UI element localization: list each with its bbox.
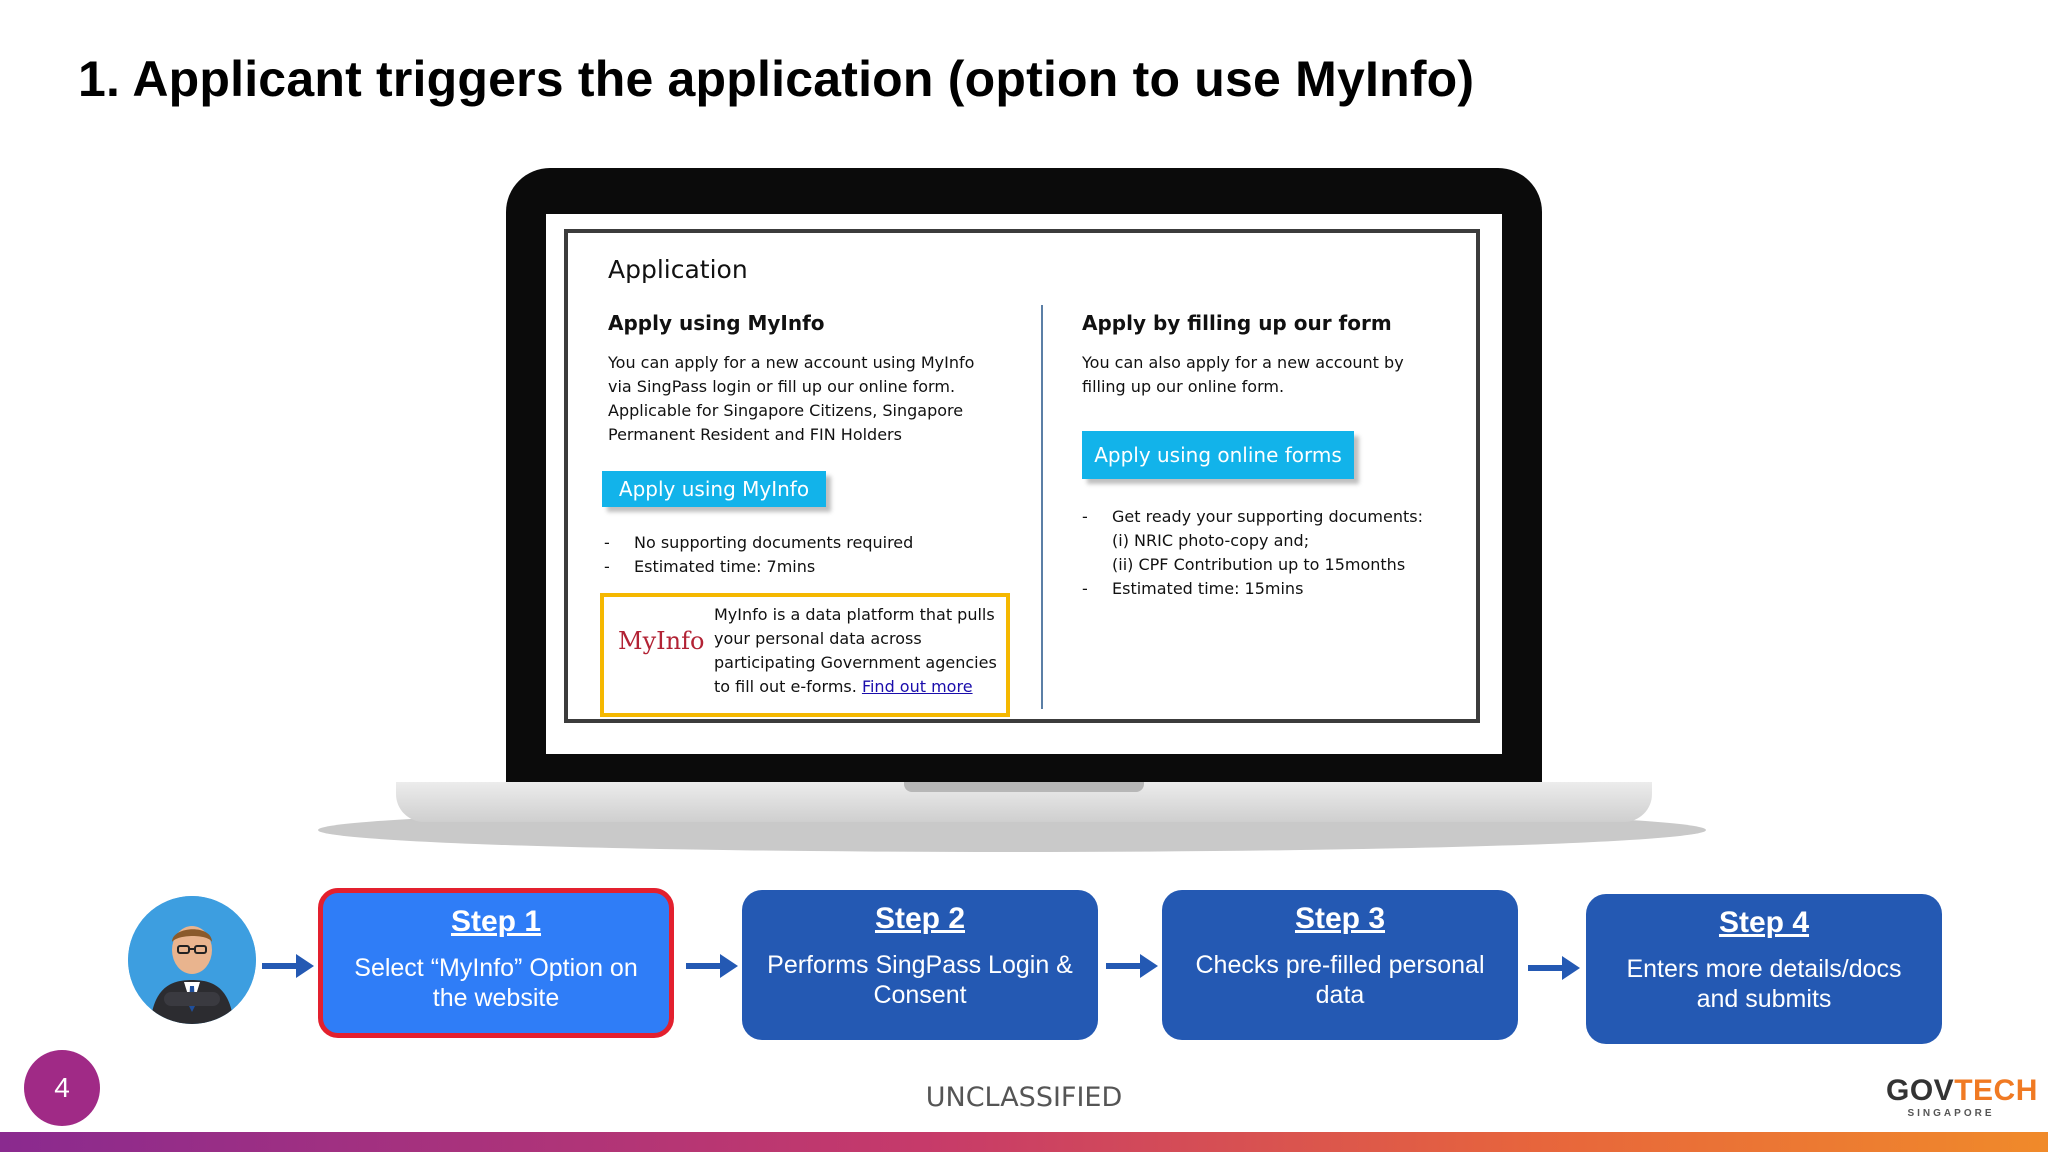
laptop-notch bbox=[904, 782, 1144, 792]
step-3-card[interactable]: Step 3 Checks pre-filled personal data bbox=[1162, 890, 1518, 1040]
govtech-logo-icon: GOVTECH SINGAPORE bbox=[1886, 1074, 2037, 1119]
step-title: Step 2 bbox=[874, 902, 966, 935]
myinfo-logo-icon: MyInfo bbox=[618, 627, 705, 655]
list-item: Get ready your supporting documents: (i)… bbox=[1082, 505, 1423, 577]
myinfo-heading: Apply using MyInfo bbox=[608, 311, 825, 335]
step-2-card[interactable]: Step 2 Performs SingPass Login & Consent bbox=[742, 890, 1098, 1040]
myinfo-info-description: MyInfo is a data platform that pulls you… bbox=[714, 605, 997, 696]
list-item: Estimated time: 7mins bbox=[604, 555, 913, 579]
classification-label: UNCLASSIFIED bbox=[925, 1082, 1123, 1113]
footer-gradient-bar bbox=[0, 1132, 2048, 1152]
arrow-right-icon bbox=[1106, 954, 1158, 978]
myinfo-info-box: MyInfo MyInfo is a data platform that pu… bbox=[600, 593, 1010, 717]
user-avatar-icon bbox=[128, 896, 256, 1024]
step-title: Step 1 bbox=[450, 905, 542, 938]
application-title: Application bbox=[608, 255, 748, 284]
slide-title: 1. Applicant triggers the application (o… bbox=[78, 51, 1475, 107]
govtech-logo-wordmark: GOVTECH bbox=[1886, 1074, 2037, 1108]
find-out-more-link[interactable]: Find out more bbox=[861, 677, 973, 696]
column-divider bbox=[1041, 305, 1043, 709]
govtech-logo-subtitle: SINGAPORE bbox=[1907, 1108, 1995, 1119]
list-item: Estimated time: 15mins bbox=[1082, 577, 1423, 601]
myinfo-bullets: No supporting documents required Estimat… bbox=[604, 531, 913, 579]
govtech-logo-gov: GOV bbox=[1886, 1074, 1955, 1107]
step-1-card[interactable]: Step 1 Select “MyInfo” Option on the web… bbox=[318, 888, 674, 1038]
page-number: 4 bbox=[24, 1050, 100, 1126]
online-form-bullets: Get ready your supporting documents: (i)… bbox=[1082, 505, 1423, 601]
apply-myinfo-button[interactable]: Apply using MyInfo bbox=[602, 471, 826, 507]
application-window: Application Apply using MyInfo You can a… bbox=[564, 229, 1480, 723]
step-description: Performs SingPass Login & Consent bbox=[767, 951, 1073, 1009]
govtech-logo-tech: TECH bbox=[1954, 1074, 2038, 1107]
step-description: Checks pre-filled personal data bbox=[1195, 951, 1485, 1009]
myinfo-info-text: MyInfo is a data platform that pulls you… bbox=[714, 603, 1006, 699]
online-form-heading: Apply by filling up our form bbox=[1082, 311, 1392, 335]
arrow-right-icon bbox=[262, 954, 314, 978]
arrow-right-icon bbox=[686, 954, 738, 978]
step-title: Step 4 bbox=[1718, 906, 1810, 939]
apply-online-forms-button[interactable]: Apply using online forms bbox=[1082, 431, 1354, 479]
step-description: Enters more details/docs and submits bbox=[1626, 955, 1902, 1013]
arrow-right-icon bbox=[1528, 956, 1580, 980]
online-form-description: You can also apply for a new account by … bbox=[1082, 353, 1404, 396]
step-4-card[interactable]: Step 4 Enters more details/docs and subm… bbox=[1586, 894, 1942, 1044]
myinfo-description: You can apply for a new account using My… bbox=[608, 353, 975, 444]
step-description: Select “MyInfo” Option on the website bbox=[354, 954, 638, 1012]
list-item: No supporting documents required bbox=[604, 531, 913, 555]
step-title: Step 3 bbox=[1294, 902, 1386, 935]
